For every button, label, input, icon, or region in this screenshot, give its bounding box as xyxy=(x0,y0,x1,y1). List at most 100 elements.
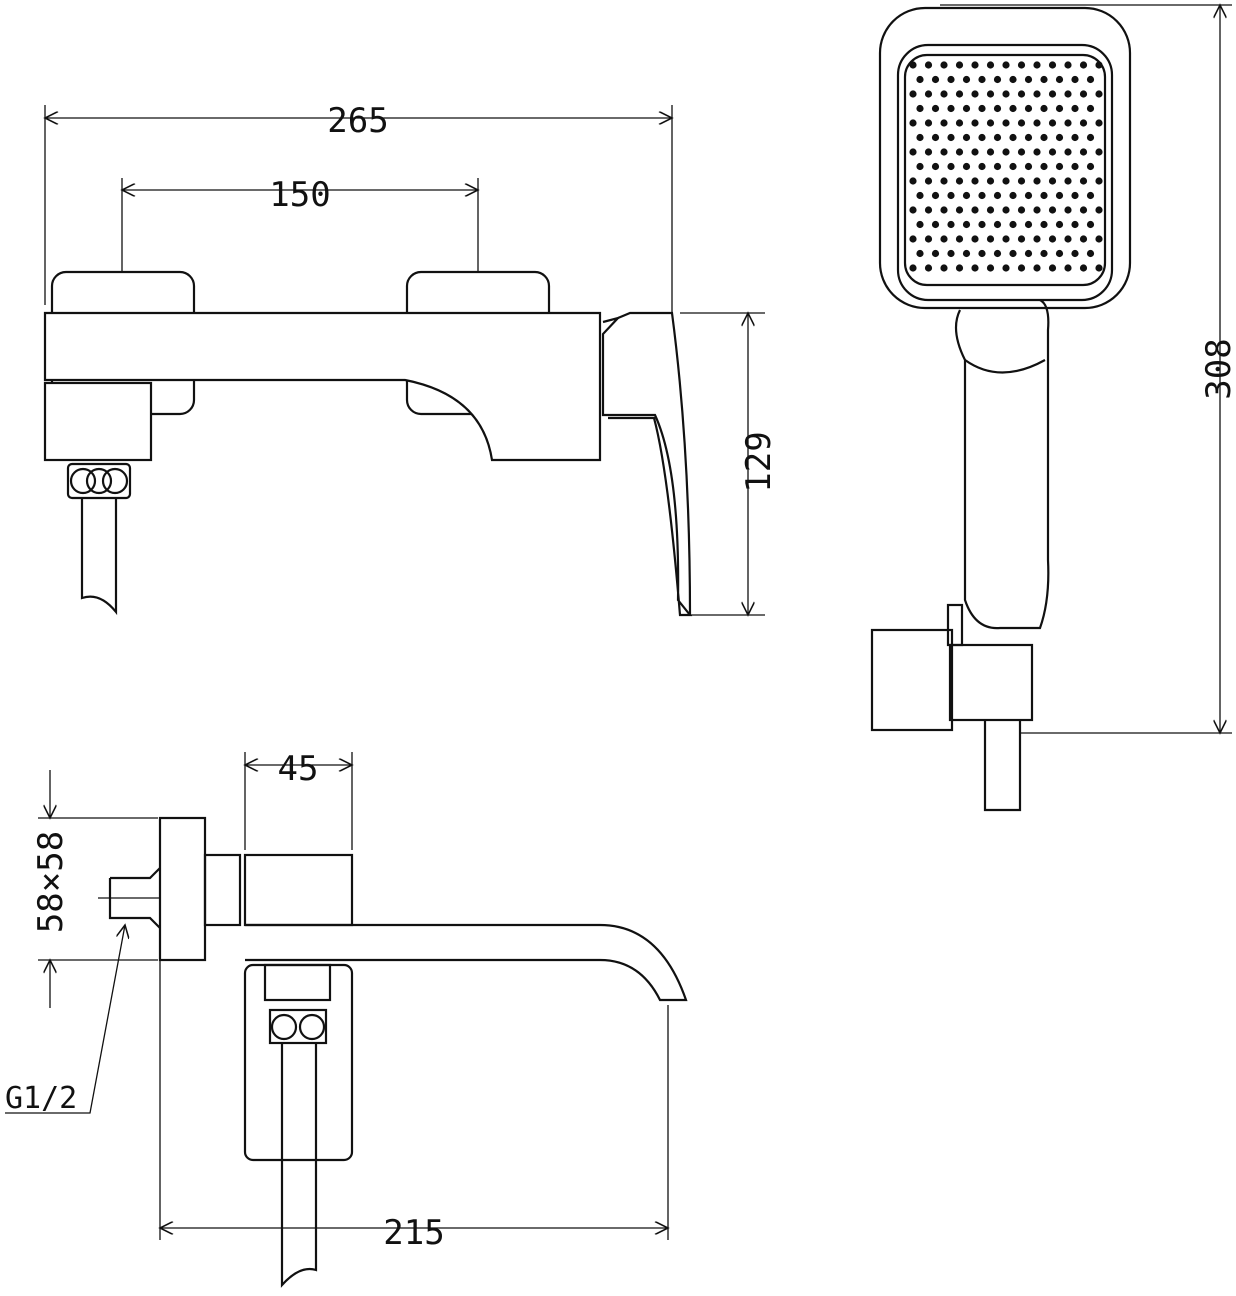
nozzle xyxy=(1095,206,1103,214)
nozzle xyxy=(916,191,924,200)
nozzle xyxy=(993,75,1002,84)
nozzle xyxy=(924,90,933,98)
nozzle xyxy=(1017,119,1026,127)
nozzle xyxy=(1055,162,1064,171)
nozzle xyxy=(1009,104,1017,113)
nozzle xyxy=(1002,61,1010,69)
nozzle xyxy=(1086,75,1095,84)
holder-bracket xyxy=(870,628,954,732)
nozzle xyxy=(1095,235,1103,243)
nozzle xyxy=(1009,162,1017,171)
nozzle xyxy=(1048,148,1057,156)
front-view: 265 150 129 xyxy=(45,101,779,615)
nozzle xyxy=(1095,148,1103,156)
nozzle xyxy=(924,61,933,69)
nozzle xyxy=(940,264,948,272)
nozzle xyxy=(955,264,964,272)
nozzle xyxy=(1095,90,1103,98)
nozzle xyxy=(986,235,995,243)
nozzle xyxy=(993,104,1002,113)
nozzle xyxy=(993,162,1002,171)
nozzle xyxy=(962,75,971,84)
nozzle xyxy=(1024,133,1033,142)
nozzle xyxy=(1048,119,1057,127)
nozzle xyxy=(1079,235,1088,243)
dim-height-front: 129 xyxy=(739,431,779,492)
nozzle xyxy=(986,90,995,98)
nozzle xyxy=(1071,104,1079,113)
nozzle xyxy=(1048,235,1057,243)
shower-hose xyxy=(983,720,1022,812)
nozzle xyxy=(978,249,986,258)
nozzle xyxy=(916,75,924,84)
nozzle xyxy=(1055,133,1064,142)
nozzle xyxy=(1017,235,1026,243)
nozzle xyxy=(971,61,979,69)
nozzle xyxy=(909,119,917,127)
nozzle xyxy=(916,249,924,258)
side-view: 45 58×58 215 G1/2 xyxy=(5,749,688,1288)
nozzle xyxy=(1071,75,1079,84)
nozzle xyxy=(1071,220,1079,229)
nozzle xyxy=(940,177,948,185)
nozzle xyxy=(909,61,917,69)
dim-spout-projection: 215 xyxy=(383,1213,444,1253)
nozzle xyxy=(1009,220,1017,229)
body-side xyxy=(243,853,354,927)
nozzle xyxy=(1017,206,1026,214)
nozzle xyxy=(993,133,1002,142)
nozzle xyxy=(931,162,940,171)
nozzle xyxy=(1071,249,1079,258)
nozzle xyxy=(986,206,995,214)
dim-overall-width: 265 xyxy=(327,101,388,141)
nozzle xyxy=(1064,119,1072,127)
nozzle xyxy=(947,162,955,171)
nozzle xyxy=(1064,61,1072,69)
nozzle xyxy=(1055,220,1064,229)
nozzle xyxy=(1095,177,1103,185)
nozzle xyxy=(1064,264,1072,272)
nozzle xyxy=(940,119,948,127)
nozzle xyxy=(1033,264,1041,272)
lever-handle xyxy=(601,315,693,617)
dim-hand-shower-length: 308 xyxy=(1199,338,1236,399)
nozzle xyxy=(1040,133,1048,142)
nozzle xyxy=(955,206,964,214)
nozzle xyxy=(1002,177,1010,185)
nozzle xyxy=(1064,90,1072,98)
nozzle xyxy=(1079,90,1088,98)
nozzle xyxy=(1071,162,1079,171)
nozzle xyxy=(1033,119,1041,127)
nozzle xyxy=(1002,235,1010,243)
nozzle xyxy=(986,177,995,185)
nozzle xyxy=(1033,90,1041,98)
nozzle xyxy=(1064,206,1072,214)
nozzle xyxy=(955,235,964,243)
nozzle xyxy=(916,133,924,142)
nozzle xyxy=(1009,249,1017,258)
union-nut xyxy=(203,853,242,927)
nozzle xyxy=(924,177,933,185)
nozzle xyxy=(1086,162,1095,171)
nozzle xyxy=(978,104,986,113)
nozzle xyxy=(940,90,948,98)
nozzle xyxy=(947,249,955,258)
nozzle xyxy=(1040,162,1048,171)
nozzle xyxy=(1024,162,1033,171)
nozzle xyxy=(986,119,995,127)
nozzle xyxy=(909,206,917,214)
nozzle xyxy=(993,220,1002,229)
nozzle xyxy=(1033,177,1041,185)
nozzle xyxy=(1071,191,1079,200)
nozzle xyxy=(940,235,948,243)
hose-nut xyxy=(66,462,132,500)
spout xyxy=(245,923,688,1002)
nozzle xyxy=(1079,206,1088,214)
nozzle xyxy=(947,75,955,84)
nozzle xyxy=(1017,177,1026,185)
nozzle xyxy=(1071,133,1079,142)
shower-head xyxy=(878,6,1132,310)
nozzle xyxy=(931,249,940,258)
nozzle xyxy=(1040,220,1048,229)
nozzle xyxy=(916,162,924,171)
